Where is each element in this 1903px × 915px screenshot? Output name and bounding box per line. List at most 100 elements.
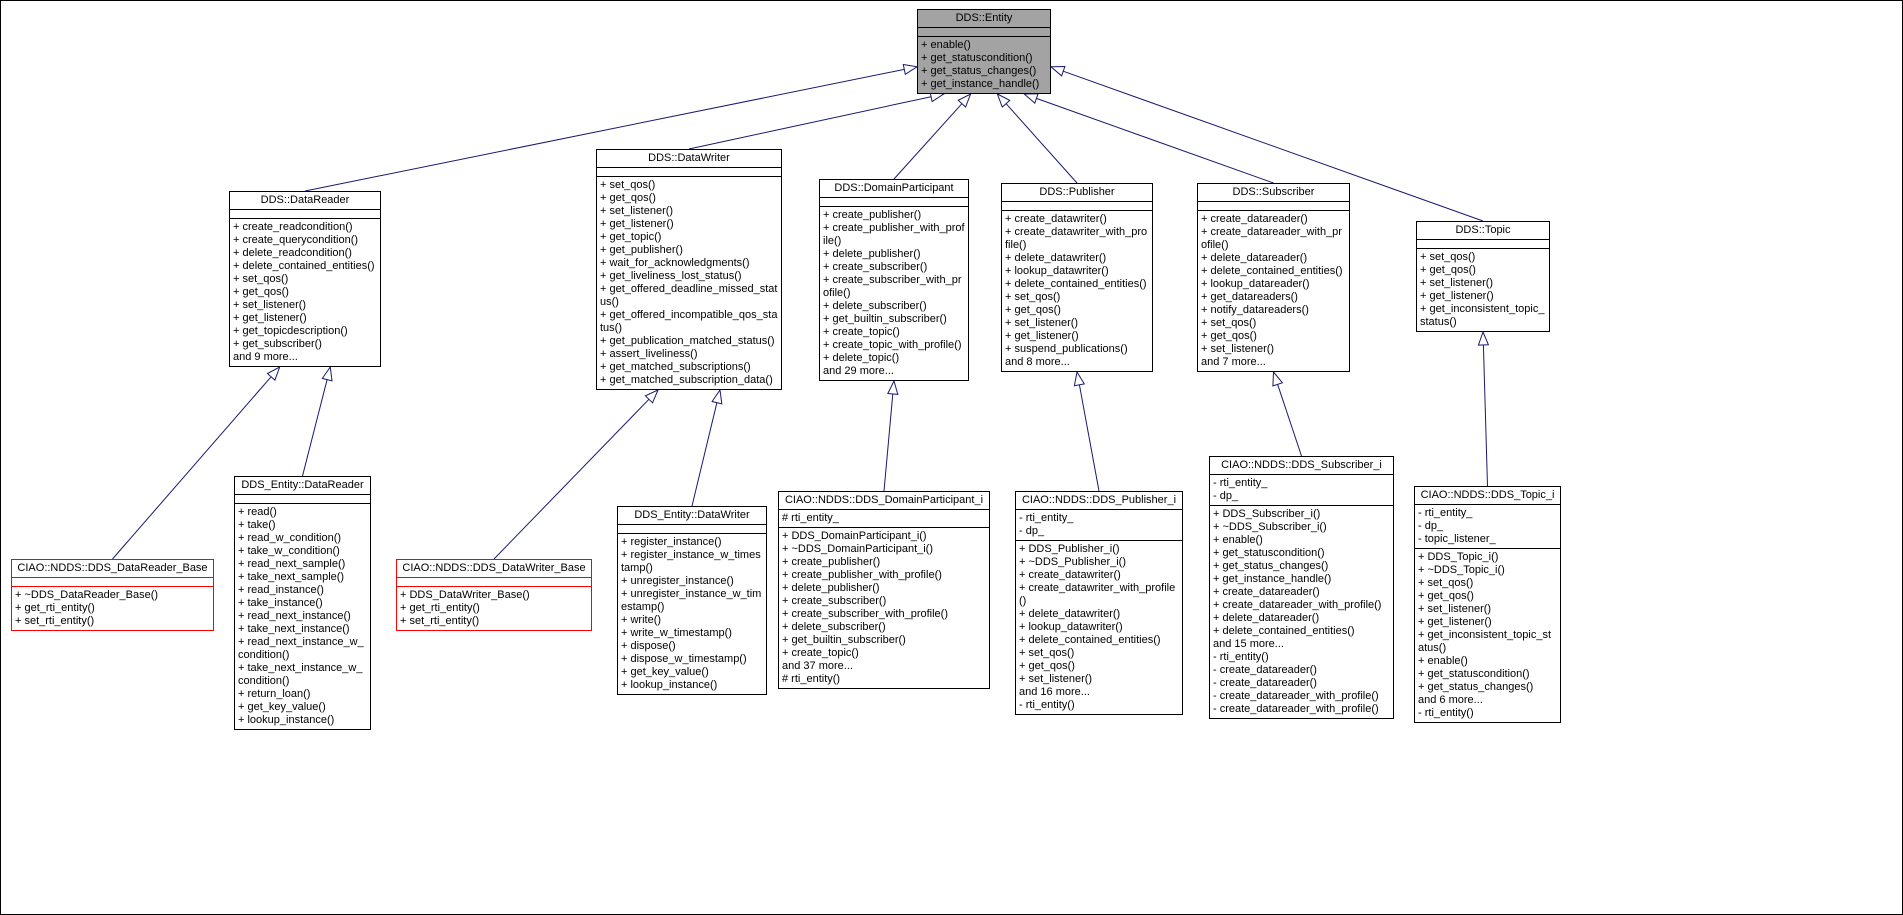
method: + read_next_sample() <box>238 558 346 570</box>
method: - create_datareader_with_profile() <box>1213 690 1379 702</box>
method: + ~DDS_DataReader_Base() <box>15 589 159 601</box>
method: + DDS_Subscriber_i() <box>1213 508 1321 520</box>
class-ciao-datareader-base[interactable]: CIAO::NDDS::DDS_DataReader_Base+ ~DDS_Da… <box>11 559 214 631</box>
class-dds-domainparticipant[interactable]: DDS::DomainParticipant+ create_publisher… <box>819 179 969 381</box>
method: + register_instance_w_timestamp() <box>621 549 761 574</box>
method: + delete_contained_entities() <box>233 260 375 272</box>
inheritance-edge <box>691 388 723 507</box>
method: + get_qos() <box>1420 264 1476 276</box>
method: + take() <box>238 519 276 531</box>
method: + get_topic() <box>600 231 662 243</box>
method: + return_loan() <box>238 688 311 700</box>
method: + create_datareader_with_profile() <box>1201 226 1342 251</box>
class-attributes <box>1198 202 1349 211</box>
class-title: CIAO::NDDS::DDS_Publisher_i <box>1016 492 1182 510</box>
class-methods: + DDS_Topic_i()+ ~DDS_Topic_i()+ set_qos… <box>1415 549 1560 722</box>
class-attributes: # rti_entity_ <box>779 510 989 528</box>
class-attributes: - rti_entity_- dp_- topic_listener_ <box>1415 505 1560 549</box>
class-dds-subscriber[interactable]: DDS::Subscriber+ create_datareader()+ cr… <box>1197 183 1350 372</box>
class-dds-datawriter[interactable]: DDS::DataWriter+ set_qos()+ get_qos()+ s… <box>596 149 782 390</box>
method: + get_statuscondition() <box>921 52 1033 64</box>
method: + get_listener() <box>233 312 307 324</box>
class-methods: + create_datareader()+ create_datareader… <box>1198 211 1349 371</box>
method: + ~DDS_Topic_i() <box>1418 564 1505 576</box>
method: + take_instance() <box>238 597 323 609</box>
method: + get_publication_matched_status() <box>600 335 775 347</box>
class-methods: + set_qos()+ get_qos()+ set_listener()+ … <box>1417 249 1549 331</box>
inheritance-edge <box>1272 370 1302 457</box>
method: + get_topicdescription() <box>233 325 348 337</box>
method: + read_next_instance_w_condition() <box>238 636 364 661</box>
method: - rti_entity() <box>1418 707 1474 719</box>
class-title: DDS::DataReader <box>230 192 380 210</box>
method: + assert_liveliness() <box>600 348 698 360</box>
method: + lookup_datawriter() <box>1019 621 1123 633</box>
method: + create_querycondition() <box>233 234 359 246</box>
method: + get_rti_entity() <box>15 602 95 614</box>
method: + write() <box>621 614 662 626</box>
class-title: DDS_Entity::DataWriter <box>618 507 766 525</box>
method: + set_qos() <box>233 273 289 285</box>
method: + read_next_instance() <box>238 610 351 622</box>
method: + get_qos() <box>1005 304 1061 316</box>
method: + delete_datawriter() <box>1005 252 1107 264</box>
method: + delete_topic() <box>823 352 900 364</box>
attribute: # rti_entity_ <box>782 512 839 524</box>
method: - create_datareader() <box>1213 677 1317 689</box>
attribute: - dp_ <box>1418 520 1444 532</box>
class-dds-datareader[interactable]: DDS::DataReader+ create_readcondition()+… <box>229 191 381 367</box>
class-ciao-publisher-i[interactable]: CIAO::NDDS::DDS_Publisher_i- rti_entity_… <box>1015 491 1183 715</box>
class-dds-topic[interactable]: DDS::Topic+ set_qos()+ get_qos()+ set_li… <box>1416 221 1550 332</box>
method: + delete_contained_entities() <box>1213 625 1355 637</box>
method: + set_qos() <box>1420 251 1476 263</box>
class-ciao-topic-i[interactable]: CIAO::NDDS::DDS_Topic_i- rti_entity_- dp… <box>1414 486 1561 723</box>
class-dds-publisher[interactable]: DDS::Publisher+ create_datawriter()+ cre… <box>1001 183 1153 372</box>
method: + take_next_instance() <box>238 623 350 635</box>
class-title: CIAO::NDDS::DDS_DomainParticipant_i <box>779 492 989 510</box>
method: + get_datareaders() <box>1201 291 1298 303</box>
method: + delete_contained_entities() <box>1019 634 1161 646</box>
method: + DDS_DomainParticipant_i() <box>782 530 927 542</box>
class-methods: + DDS_DataWriter_Base()+ get_rti_entity(… <box>397 587 591 630</box>
method: + get_rti_entity() <box>400 602 480 614</box>
class-methods: + DDS_DomainParticipant_i()+ ~DDS_Domain… <box>779 528 989 688</box>
class-ciao-subscriber-i[interactable]: CIAO::NDDS::DDS_Subscriber_i- rti_entity… <box>1209 456 1394 719</box>
method: + set_listener() <box>1420 277 1494 289</box>
method: and 16 more... <box>1019 686 1090 698</box>
method: + ~DDS_Publisher_i() <box>1019 556 1126 568</box>
class-title: CIAO::NDDS::DDS_Subscriber_i <box>1210 457 1393 475</box>
class-methods: + set_qos()+ get_qos()+ set_listener()+ … <box>597 177 781 389</box>
method: + create_readcondition() <box>233 221 353 233</box>
class-ciao-datawriter-base[interactable]: CIAO::NDDS::DDS_DataWriter_Base+ DDS_Dat… <box>396 559 592 631</box>
method: + get_key_value() <box>621 666 709 678</box>
class-dds-entity[interactable]: DDS::Entity+ enable()+ get_statusconditi… <box>917 9 1051 94</box>
inheritance-edge <box>302 365 333 477</box>
class-attributes: - rti_entity_- dp_ <box>1016 510 1182 541</box>
method: + create_datareader() <box>1213 586 1320 598</box>
method: + set_rti_entity() <box>15 615 95 627</box>
class-attributes <box>597 168 781 177</box>
method: + create_datareader() <box>1201 213 1308 225</box>
class-methods: + create_publisher()+ create_publisher_w… <box>820 207 968 380</box>
method: + get_builtin_subscriber() <box>823 313 947 325</box>
method: + delete_contained_entities() <box>1005 278 1147 290</box>
method: + unregister_instance_w_timestamp() <box>621 588 762 613</box>
class-attributes: - rti_entity_- dp_ <box>1210 475 1393 506</box>
method: + wait_for_acknowledgments() <box>600 257 750 269</box>
class-title: CIAO::NDDS::DDS_DataReader_Base <box>12 560 213 578</box>
class-attributes <box>1417 240 1549 249</box>
method: - rti_entity() <box>1213 651 1269 663</box>
method: + get_listener() <box>1005 330 1079 342</box>
class-attributes <box>235 495 370 504</box>
method: + get_listener() <box>600 218 674 230</box>
class-ddsentity-datawriter[interactable]: DDS_Entity::DataWriter+ register_instanc… <box>617 506 767 695</box>
class-attributes <box>397 578 591 587</box>
method: + create_subscriber_with_profile() <box>782 608 948 620</box>
method: + create_publisher() <box>823 209 922 221</box>
method: + get_matched_subscription_data() <box>600 374 773 386</box>
class-ciao-domainparticipant-i[interactable]: CIAO::NDDS::DDS_DomainParticipant_i# rti… <box>778 491 990 689</box>
class-attributes <box>12 578 213 587</box>
class-ddsentity-datareader[interactable]: DDS_Entity::DataReader+ read()+ take()+ … <box>234 476 371 730</box>
method: + get_status_changes() <box>1213 560 1329 572</box>
